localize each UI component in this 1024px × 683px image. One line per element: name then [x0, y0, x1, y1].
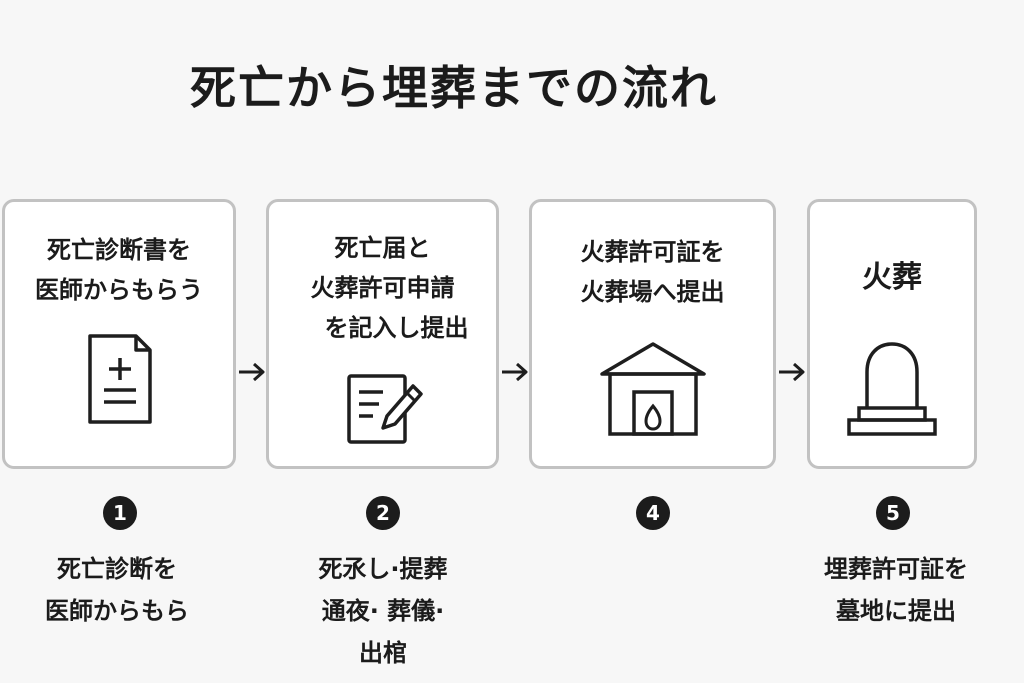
step-3-line-2: 火葬場へ提出 [580, 278, 725, 306]
caption-2-line-1: 死氶し·提葬 [318, 555, 448, 583]
step-2-line-2: 火葬許可申請 [310, 274, 455, 302]
step-2-line-3: を記入し提出 [324, 314, 469, 342]
document-plus-minus-icon [84, 332, 154, 430]
step-4-line-1: 火葬 [862, 260, 922, 295]
arrow-right-icon [237, 360, 267, 388]
step-2-line-1: 死亡届と [334, 234, 431, 262]
page-title: 死亡から埋葬までの流れ [190, 61, 718, 115]
step-card-4: 火葬 [807, 199, 977, 469]
step-1-text: 死亡診断書を 医師からもらう [5, 230, 233, 310]
caption-3: 埋葬許可証を 墓地に提出 [796, 548, 996, 632]
caption-3-line-2: 墓地に提出 [836, 597, 956, 625]
tombstone-icon [845, 340, 939, 444]
caption-1-line-2: 医師からもら [45, 597, 189, 625]
step-number-1: 1 [103, 496, 137, 530]
caption-2-line-3: 出棺 [359, 639, 407, 667]
caption-2-line-2: 通夜· 葬儀· [321, 597, 445, 625]
step-4-text: 火葬 [810, 258, 974, 298]
caption-3-line-1: 埋葬許可証を [824, 555, 968, 583]
caption-1-line-1: 死亡診断を [57, 555, 177, 583]
step-1-line-1: 死亡診断書を [47, 236, 191, 264]
step-number-2: 2 [366, 496, 400, 530]
document-pencil-icon [341, 372, 425, 450]
step-number-4: 4 [636, 496, 670, 530]
crematorium-icon [596, 338, 710, 442]
step-card-1: 死亡診断書を 医師からもらう [2, 199, 236, 469]
step-card-2: 死亡届と 火葬許可申請 を記入し提出 [266, 199, 499, 469]
caption-1: 死亡診断を 医師からもら [22, 548, 212, 632]
step-3-text: 火葬許可証を 火葬場へ提出 [532, 232, 773, 312]
arrow-right-icon [500, 360, 530, 388]
step-number-5: 5 [876, 496, 910, 530]
step-3-line-1: 火葬許可証を [580, 238, 725, 266]
caption-2: 死氶し·提葬 通夜· 葬儀· 出棺 [288, 548, 478, 674]
step-card-3: 火葬許可証を 火葬場へ提出 [529, 199, 776, 469]
step-1-line-2: 医師からもらう [35, 276, 203, 304]
step-2-text: 死亡届と 火葬許可申請 を記入し提出 [269, 228, 496, 348]
arrow-right-icon [777, 360, 807, 388]
